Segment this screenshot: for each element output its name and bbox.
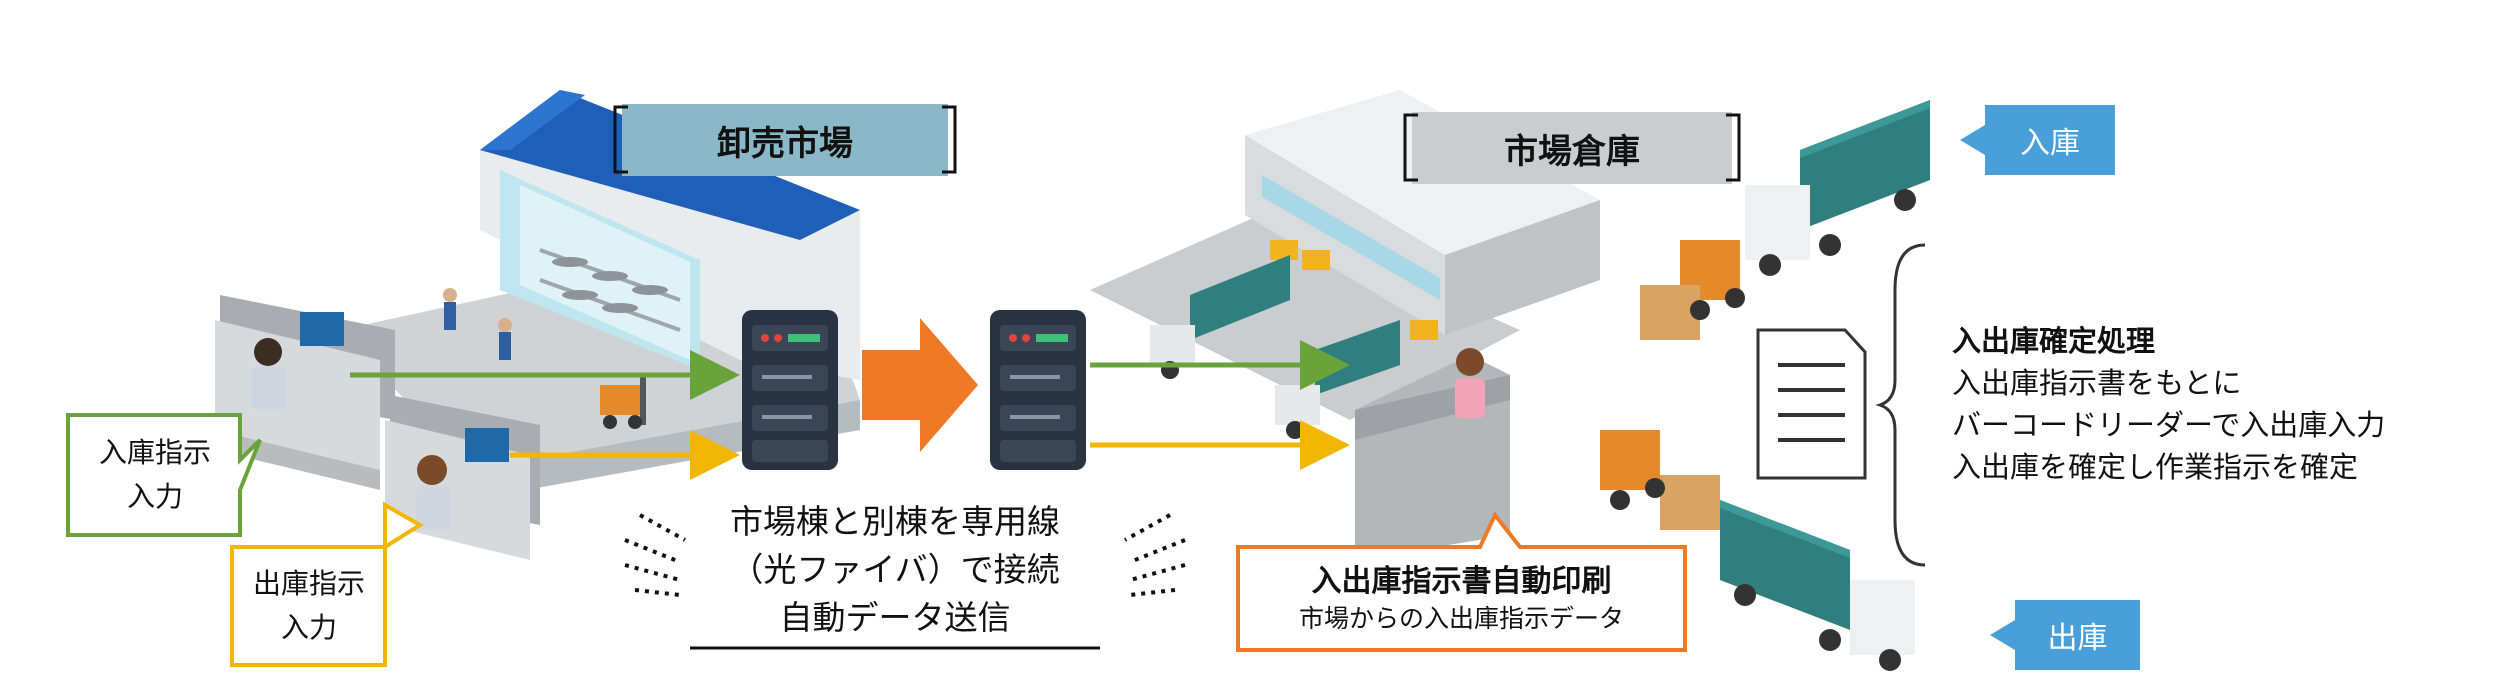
confirmation-process-line1: 入出庫指示書をもとに — [1952, 366, 2242, 400]
market-warehouse-illustration — [1090, 90, 1600, 560]
receiving-tag: 入庫 — [2020, 126, 2080, 161]
transfer-arrow — [862, 318, 978, 452]
document-icon — [1756, 328, 1867, 480]
forklift-icon — [1600, 430, 1720, 530]
market-warehouse-label-frame — [1403, 112, 1741, 184]
auto-print-callout: 入出庫指示書自動印刷 市場からの入出庫指示データ — [1240, 550, 1683, 648]
brace — [1875, 243, 1926, 567]
confirmation-process: 入出庫確定処理 入出庫指示書をもとに バーコードリーダーで入出庫入力 入出庫を確… — [1952, 320, 2472, 488]
receiving-input-callout-frame — [66, 413, 262, 537]
right-signal-rays — [1124, 513, 1186, 597]
shipping-tag: 出庫 — [2047, 621, 2108, 656]
print-callout-frame — [1236, 511, 1687, 652]
connection-note-line1: 市場棟と別棟を専用線 — [730, 502, 1060, 541]
worker-icon — [443, 288, 512, 360]
receiving-tag-shape — [1960, 105, 2115, 175]
shipping-tag-shape — [1990, 600, 2140, 670]
truck-icon — [1720, 500, 1915, 671]
forklift-icon — [600, 375, 646, 429]
auto-print-title: 入出庫指示書自動印刷 — [1311, 564, 1612, 599]
shipping-input-callout-frame — [230, 501, 424, 667]
server-icon — [990, 310, 1086, 470]
forklift-icon — [1640, 240, 1745, 340]
left-signal-rays — [624, 513, 686, 597]
server-icon — [742, 310, 838, 470]
confirmation-process-line2: バーコードリーダーで入出庫入力 — [1952, 408, 2386, 442]
cargo-box-icon — [1270, 240, 1438, 340]
wholesale-market-illustration — [340, 90, 860, 500]
receiving-instruction-input-label: 入庫指示 入力 — [98, 436, 211, 513]
auto-print-subtitle: 市場からの入出庫指示データ — [1298, 604, 1624, 633]
wholesale-market-label: 卸売市場 — [717, 123, 853, 164]
confirmation-process-title: 入出庫確定処理 — [1952, 324, 2156, 358]
shipping-instruction-input-label: 出庫指示 入力 — [252, 567, 365, 644]
connection-note: 市場棟と別棟を専用線 （光ファイバ）で接続 自動データ送信 — [690, 495, 1100, 645]
connection-note-line3: 自動データ送信 — [779, 598, 1011, 637]
fish-rack-icon — [539, 248, 681, 332]
confirmation-process-line3: 入出庫を確定し作業指示を確定 — [1952, 450, 2359, 484]
wholesale-market-label-frame — [613, 104, 957, 176]
truck-icon — [1745, 100, 1930, 276]
connection-note-line2: （光ファイバ）で接続 — [730, 550, 1060, 589]
market-warehouse-label: 市場倉庫 — [1504, 131, 1640, 172]
